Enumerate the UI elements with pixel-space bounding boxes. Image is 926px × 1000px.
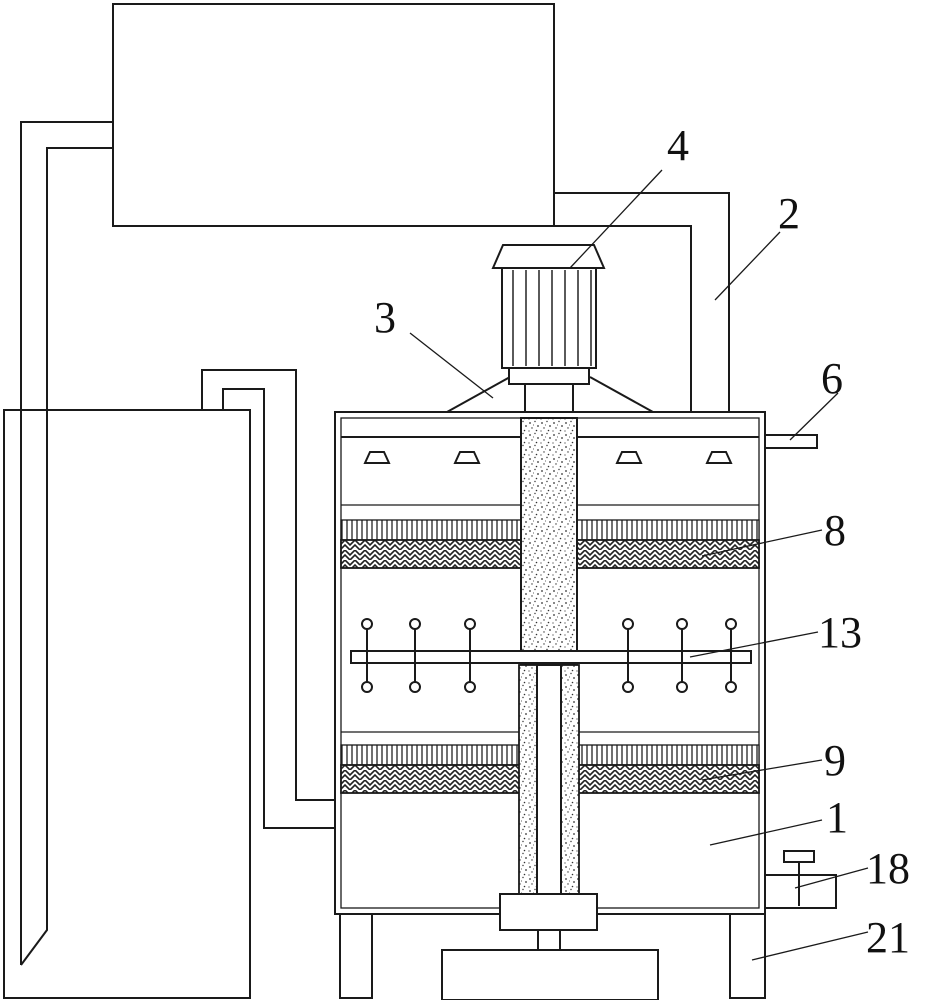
drive-shaft (536, 664, 562, 895)
motor-bracket-3 (446, 376, 654, 413)
label-21: 21 (866, 913, 910, 962)
support-leg-21 (729, 913, 766, 999)
label-8: 8 (824, 506, 846, 555)
pipe-2 (554, 192, 730, 412)
leader-lines (409, 169, 869, 961)
label-4: 4 (667, 121, 689, 170)
control-box (112, 3, 555, 227)
label-9: 9 (824, 736, 846, 785)
stirring-bar-13 (350, 650, 752, 664)
label-3: 3 (374, 293, 396, 342)
motor-4[interactable] (491, 244, 606, 385)
bearing-block (499, 893, 598, 931)
lower-column-right (560, 664, 580, 895)
left-pipe (20, 121, 113, 966)
part-labels: 4 2 3 6 8 13 9 1 18 21 (374, 121, 910, 962)
lower-column-left (518, 664, 538, 895)
leg-left (339, 913, 373, 999)
label-2: 2 (778, 189, 800, 238)
label-6: 6 (821, 354, 843, 403)
label-1: 1 (826, 793, 848, 842)
label-13: 13 (818, 608, 862, 657)
base-plate (441, 949, 659, 1000)
spray-nozzles (363, 451, 733, 464)
storage-tank (3, 409, 251, 999)
central-column (520, 417, 578, 666)
shaft-coupling (537, 929, 561, 951)
label-18: 18 (866, 844, 910, 893)
outlet-pipe-6 (764, 434, 818, 449)
stirring-paddles (361, 618, 737, 693)
motor-fins (506, 270, 592, 366)
